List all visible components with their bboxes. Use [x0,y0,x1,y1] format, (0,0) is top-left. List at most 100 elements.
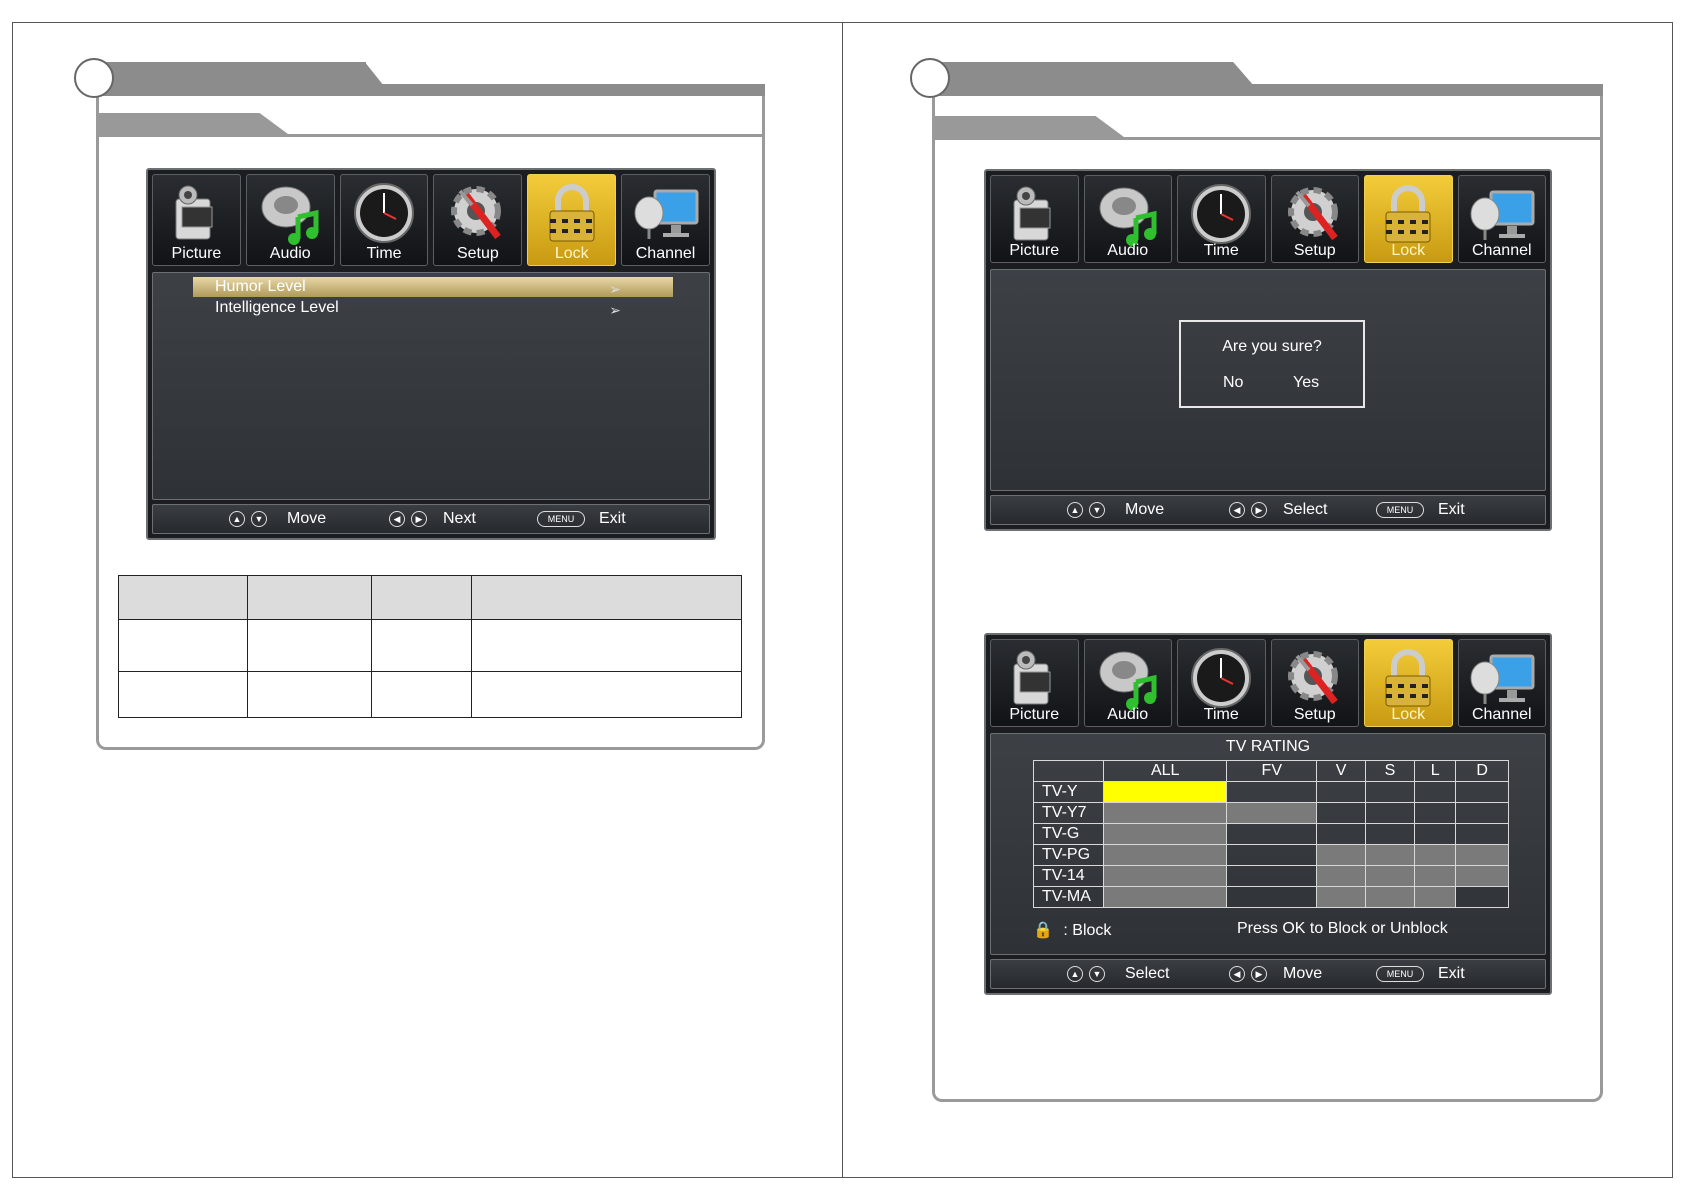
rating-cell[interactable] [1102,886,1228,908]
menu-item-humor-level[interactable]: Humor Level ➢ [193,277,673,297]
rating-cell[interactable] [1226,844,1318,866]
osd-tab-label: Audio [269,245,311,262]
rating-cell[interactable] [1102,802,1228,824]
rating-column-header: ALL [1102,760,1228,782]
rating-column-header: V [1316,760,1367,782]
rating-cell[interactable] [1413,781,1457,803]
osd-tab-audio[interactable]: Audio [1083,175,1172,263]
osd-tab-time[interactable]: Time [339,174,429,266]
osd-tab-audio[interactable]: Audio [245,174,335,266]
osd-tab-label: Picture [1009,242,1060,259]
rating-row-label: TV-Y [1033,781,1104,803]
osd-tab-label: Picture [171,245,222,262]
osd-tab-channel[interactable]: Channel [621,174,710,266]
osd-tab-setup[interactable]: Setup [1270,639,1359,727]
dialog-question: Are you sure? [1222,338,1322,355]
osd-tab-label: Setup [1293,242,1336,259]
rating-cell[interactable] [1102,781,1228,803]
rating-cell[interactable] [1316,802,1367,824]
osd-tab-label: Channel [1471,242,1532,259]
rating-cell[interactable] [1413,886,1457,908]
rating-row-label: TV-14 [1033,865,1104,887]
rating-cell[interactable] [1365,802,1415,824]
osd-tab-label: Setup [456,245,499,262]
table-row: TV-14 [1033,865,1509,887]
rating-cell[interactable] [1365,844,1415,866]
menu-item-intelligence-level[interactable]: Intelligence Level ➢ [193,298,673,318]
osd-tab-label: Channel [635,245,696,262]
rating-cell[interactable] [1455,802,1509,824]
down-button-icon: ▼ [251,511,267,527]
rating-cell[interactable] [1455,823,1509,845]
rating-row-label: TV-Y7 [1033,802,1104,824]
rating-row-label: TV-MA [1033,886,1104,908]
table-header-cell [371,575,472,620]
osd-tab-channel[interactable]: Channel [1457,639,1546,727]
table-header-cell [118,575,248,620]
dialog-yes-button[interactable]: Yes [1293,374,1320,391]
rating-column-header: S [1365,760,1415,782]
osd-tab-time[interactable]: Time [1177,639,1266,727]
rating-cell[interactable] [1413,802,1457,824]
osd-tab-picture[interactable]: Picture [152,174,241,266]
section-header-bar [96,84,765,96]
rating-cell[interactable] [1455,844,1509,866]
settings-table [118,575,742,718]
osd-tab-audio[interactable]: Audio [1083,639,1172,727]
osd-tab-lock[interactable]: Lock [1364,175,1453,263]
hint-exit: Exit [1438,965,1465,982]
rating-cell[interactable] [1316,844,1367,866]
osd-tab-lock[interactable]: Lock [527,174,617,266]
rating-cell[interactable] [1102,865,1228,887]
menu-key-icon: MENU [537,511,585,527]
osd-tab-setup[interactable]: Setup [1270,175,1359,263]
right-button-icon: ▶ [411,511,427,527]
rating-cell[interactable] [1102,823,1228,845]
osd-tab-picture[interactable]: Picture [990,639,1079,727]
rating-row-label: TV-PG [1033,844,1104,866]
left-button-icon: ◀ [1229,502,1245,518]
rating-cell[interactable] [1413,823,1457,845]
osd-tab-time[interactable]: Time [1177,175,1266,263]
subsection-tab [98,113,258,137]
osd-tab-picture[interactable]: Picture [990,175,1079,263]
dialog-no-button[interactable]: No [1223,374,1244,391]
rating-cell[interactable] [1365,886,1415,908]
rating-column-header: L [1413,760,1457,782]
hint-move: Move [1125,501,1165,518]
rating-cell[interactable] [1226,823,1318,845]
rating-cell[interactable] [1413,865,1457,887]
osd-tab-label: Time [366,245,402,262]
rating-cell[interactable] [1226,865,1318,887]
rating-cell[interactable] [1316,865,1367,887]
osd-tab-setup[interactable]: Setup [433,174,523,266]
osd-tab-lock[interactable]: Lock [1364,639,1453,727]
rating-cell[interactable] [1102,844,1228,866]
rating-cell[interactable] [1316,886,1367,908]
rating-cell[interactable] [1455,886,1509,908]
rating-column-header: FV [1226,760,1318,782]
rating-cell[interactable] [1365,781,1415,803]
rating-cell[interactable] [1316,823,1367,845]
table-row: TV-Y [1033,781,1509,803]
menu-item-label: Intelligence Level [215,299,339,316]
right-page [842,22,1673,1178]
rating-cell[interactable] [1455,865,1509,887]
hint-exit: Exit [1438,501,1465,518]
rating-cell[interactable] [1226,802,1318,824]
osd-tab-channel[interactable]: Channel [1457,175,1546,263]
rating-cell[interactable] [1413,844,1457,866]
rating-cell[interactable] [1316,781,1367,803]
left-button-icon: ◀ [1229,966,1245,982]
rating-cell[interactable] [1365,865,1415,887]
rating-cell[interactable] [1226,781,1318,803]
rating-cell[interactable] [1455,781,1509,803]
table-header-cell [247,575,372,620]
legend-text: : Block [1063,922,1112,939]
rating-cell[interactable] [1226,886,1318,908]
rating-cell[interactable] [1365,823,1415,845]
